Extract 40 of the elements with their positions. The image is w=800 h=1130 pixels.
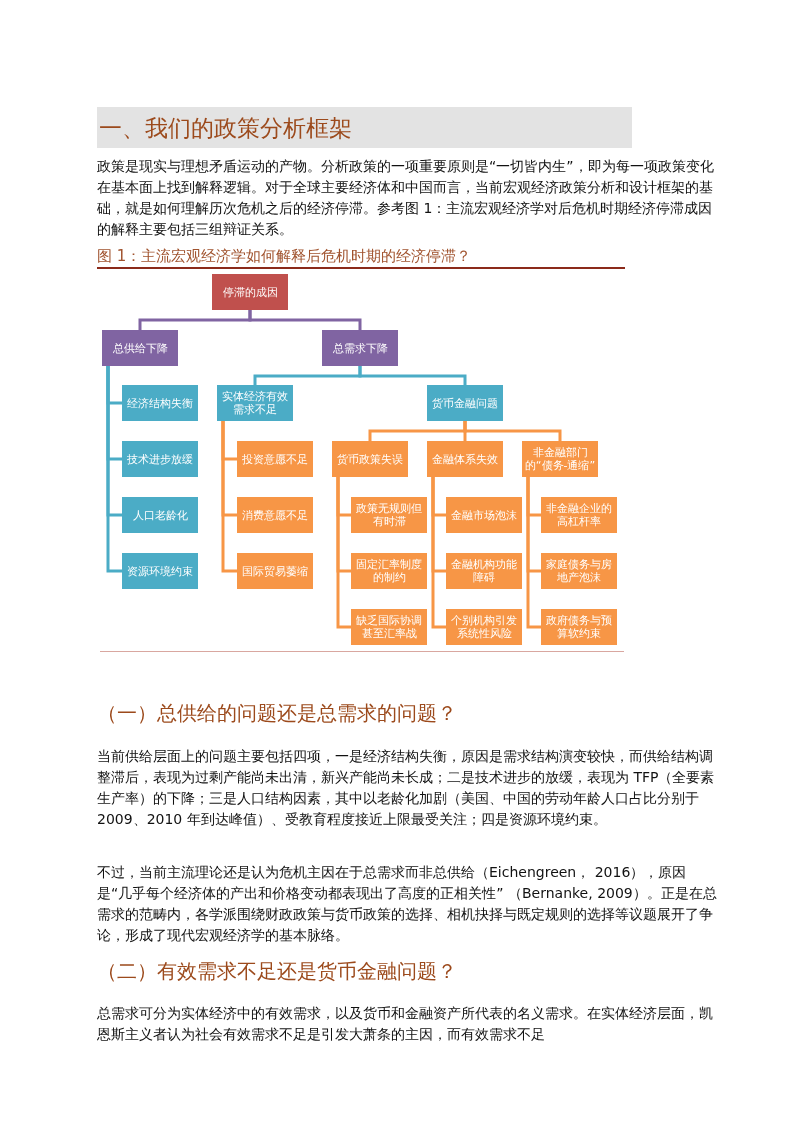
factor-box: 金融市场泡沫 (446, 497, 522, 533)
factor-box: 个别机构引发系统性风险 (446, 609, 522, 645)
figure-caption: 图 1：主流宏观经济学如何解释后危机时期的经济停滞？ (97, 247, 472, 266)
factor-box: 金融体系失效 (427, 441, 503, 477)
factor-box: 资源环境约束 (122, 553, 198, 589)
factor-box: 货币金融问题 (427, 385, 503, 421)
factor-box: 货币政策失误 (332, 441, 408, 477)
factor-box: 经济结构失衡 (122, 385, 198, 421)
subsection-heading: （一）总供给的问题还是总需求的问题？ (97, 700, 457, 727)
root-box: 停滞的成因 (212, 274, 288, 310)
connector-line (526, 477, 541, 629)
paragraph: 总需求可分为实体经济中的有效需求，以及货币和金融资产所代表的名义需求。在实体经济层面，凯恩斯主义者认为社会有效需求不足是引发大萧条的主因，而有效需求不足 (97, 1004, 714, 1044)
factor-box: 非金融企业的高杠杆率 (541, 497, 617, 533)
factor-box: 缺乏国际协调甚至汇率战 (351, 609, 427, 645)
factor-box: 人口老龄化 (122, 497, 198, 533)
paragraph: 不过，当前主流理论还是认为危机主因在于总需求而非总供给（Eichengreen， 2016），原因是“几乎每个经济体的产出和价格变动都表现出了高度的正相关性” （Bernanke, 2009）。正是在总需求的范畴内，各学派围绕财政政策与货币政策的选择、相机抉择与既定规则的选择等议题展开了争论，形成了现代宏观经济学的基本脉络。 (97, 863, 717, 945)
connector-line (358, 366, 467, 385)
paragraph: 当前供给层面上的问题主要包括四项，一是经济结构失衡，原因是需求结构演变较快，而供给结构调整滞后，表现为过剩产能尚未出清，新兴产能尚未长成；二是技术进步的放缓，表现为 TFP（全要素生产率）的下降；三是人口结构因素，其中以老龄化加剧（美国、中国的劳动年龄人口占比分别于 2009、2010 年到达峰值）、受教育程度接近上限最受关注；四是资源环境约束。 (97, 747, 716, 829)
connector-line (431, 477, 446, 629)
paragraph: 政策是现实与理想矛盾运动的产物。分析政策的一项重要原则是“一切皆内生”，即为每一项政策变化在基本面上找到解释逻辑。对于全球主要经济体和中国而言，当前宏观经济政策分析和设计框架的基础，就是如何理解历次危机之后的经济停滞。参考图 1：主流宏观经济学对后危机时期经济停滞成因的解释主要包括三组辩证关系。 (97, 157, 715, 239)
connector-line (463, 421, 562, 441)
factor-box: 政府债务与预算软约束 (541, 609, 617, 645)
factor-box: 非金融部门的“债务-通缩” (522, 441, 598, 477)
connector-line (336, 477, 351, 629)
factor-box: 金融机构功能障碍 (446, 553, 522, 589)
factor-box: 技术进步放缓 (122, 441, 198, 477)
factor-box: 国际贸易萎缩 (237, 553, 313, 589)
connector-line (248, 310, 362, 330)
factor-box: 投资意愿不足 (237, 441, 313, 477)
category-box: 总需求下降 (322, 330, 398, 366)
factor-box: 政策无规则但有时滞 (351, 497, 427, 533)
factor-box: 固定汇率制度的制约 (351, 553, 427, 589)
category-box: 总供给下降 (102, 330, 178, 366)
subsection-heading: （二）有效需求不足还是货币金融问题？ (97, 958, 457, 985)
factor-box: 家庭债务与房地产泡沫 (541, 553, 617, 589)
section-heading: 一、我们的政策分析框架 (99, 114, 352, 143)
factor-box: 消费意愿不足 (237, 497, 313, 533)
connector-line (106, 366, 122, 573)
connector-line (221, 421, 237, 573)
factor-box: 实体经济有效需求不足 (217, 385, 293, 421)
